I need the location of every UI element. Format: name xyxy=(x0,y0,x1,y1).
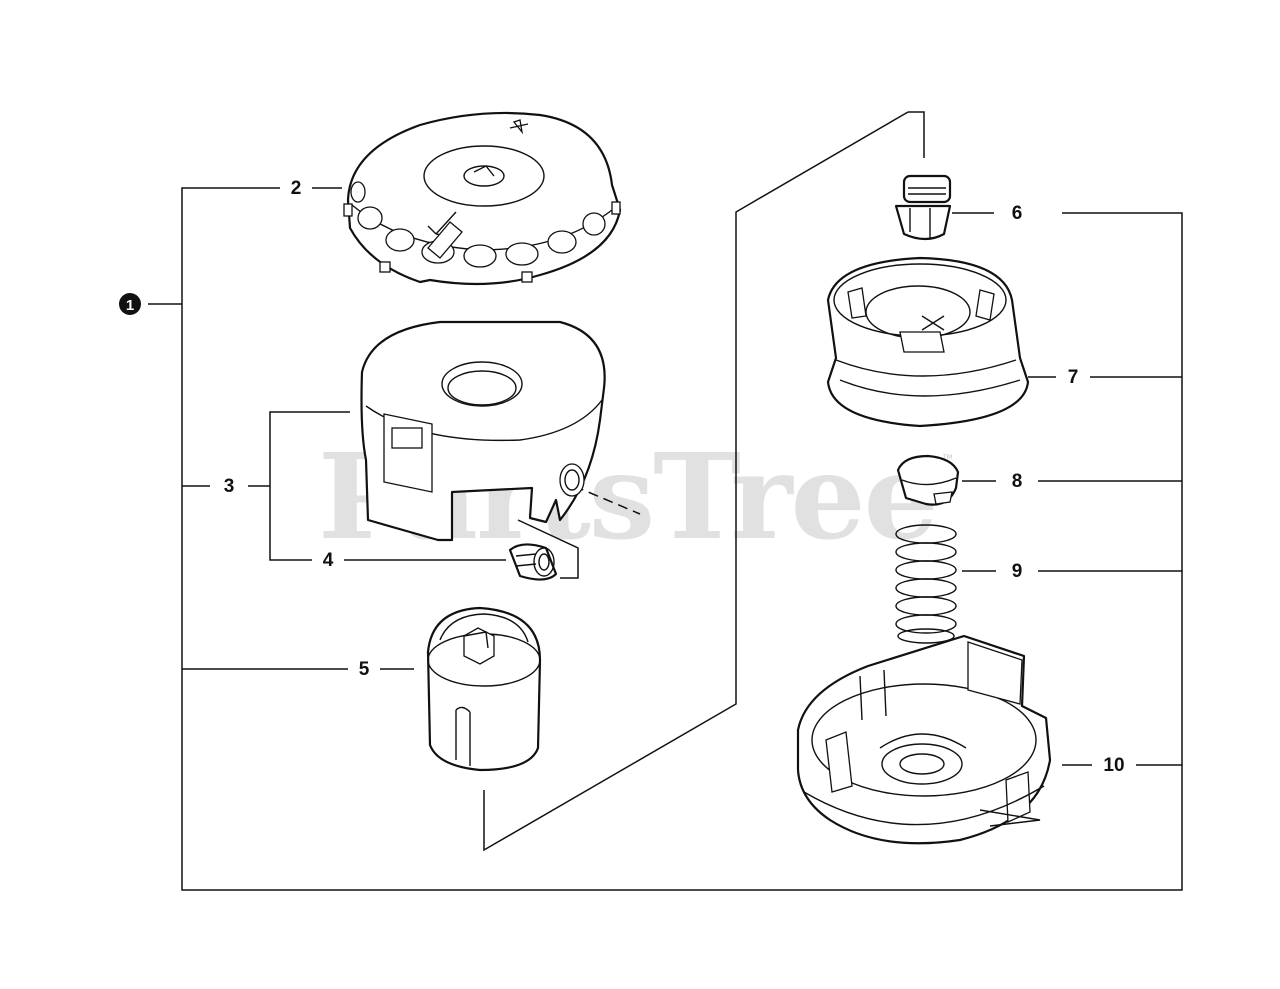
callout-1-text: 1 xyxy=(126,297,134,314)
part-10-housing xyxy=(796,634,1052,845)
callout-8: 8 xyxy=(1012,471,1023,492)
callout-9: 9 xyxy=(1012,561,1023,582)
callout-3: 3 xyxy=(224,476,235,497)
callout-10: 10 xyxy=(1103,755,1124,776)
callout-6: 6 xyxy=(1012,203,1023,224)
part-5-hub xyxy=(426,606,542,772)
part-8-cap xyxy=(896,454,960,506)
watermark-trademark: ™ xyxy=(942,453,953,465)
leader-lines xyxy=(148,111,1183,891)
part-9-spring xyxy=(895,524,957,644)
callout-5: 5 xyxy=(359,659,370,680)
part-3-housing xyxy=(360,320,606,542)
part-4-bushing xyxy=(508,543,558,581)
callout-2: 2 xyxy=(291,178,302,199)
part-6-bolt xyxy=(894,174,952,241)
part-7-spool xyxy=(826,256,1030,428)
callout-4: 4 xyxy=(323,550,334,571)
callout-7: 7 xyxy=(1068,367,1079,388)
callout-1: 1 xyxy=(119,293,141,315)
part-2-cover xyxy=(343,111,622,286)
